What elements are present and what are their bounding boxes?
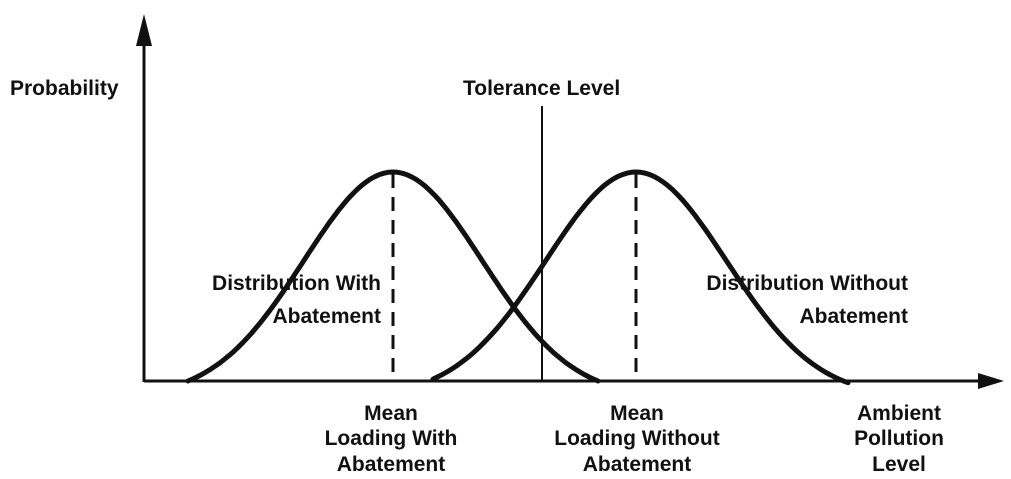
x-axis-arrowhead xyxy=(978,373,1004,389)
svg-text:Loading Without: Loading Without xyxy=(554,427,719,450)
svg-text:Ambient: Ambient xyxy=(857,402,941,425)
svg-text:Abatement: Abatement xyxy=(583,453,692,476)
mean-loading-with-abatement-label: Mean Loading With Abatement xyxy=(325,402,458,476)
svg-text:Level: Level xyxy=(872,453,926,476)
svg-text:Mean: Mean xyxy=(364,402,418,425)
y-axis-label: Probability xyxy=(10,77,119,100)
svg-text:Abatement: Abatement xyxy=(337,453,446,476)
svg-text:Distribution With: Distribution With xyxy=(212,272,381,295)
tolerance-level-label: Tolerance Level xyxy=(463,77,620,100)
svg-text:Loading With: Loading With xyxy=(325,427,458,450)
svg-text:Pollution: Pollution xyxy=(854,427,944,450)
distribution-with-abatement-curve xyxy=(185,169,601,384)
svg-text:Abatement: Abatement xyxy=(799,305,908,328)
svg-text:Distribution Without: Distribution Without xyxy=(706,272,908,295)
y-axis-arrowhead xyxy=(136,14,152,46)
svg-text:Mean: Mean xyxy=(610,402,664,425)
mean-loading-without-abatement-label: Mean Loading Without Abatement xyxy=(554,402,719,476)
x-axis-label: Ambient Pollution Level xyxy=(854,402,944,476)
svg-text:Abatement: Abatement xyxy=(272,305,381,328)
distribution-without-abatement-curve xyxy=(430,169,851,386)
distribution-without-abatement-label: Distribution Without Abatement xyxy=(706,272,908,328)
distribution-with-abatement-label: Distribution With Abatement xyxy=(212,272,381,328)
